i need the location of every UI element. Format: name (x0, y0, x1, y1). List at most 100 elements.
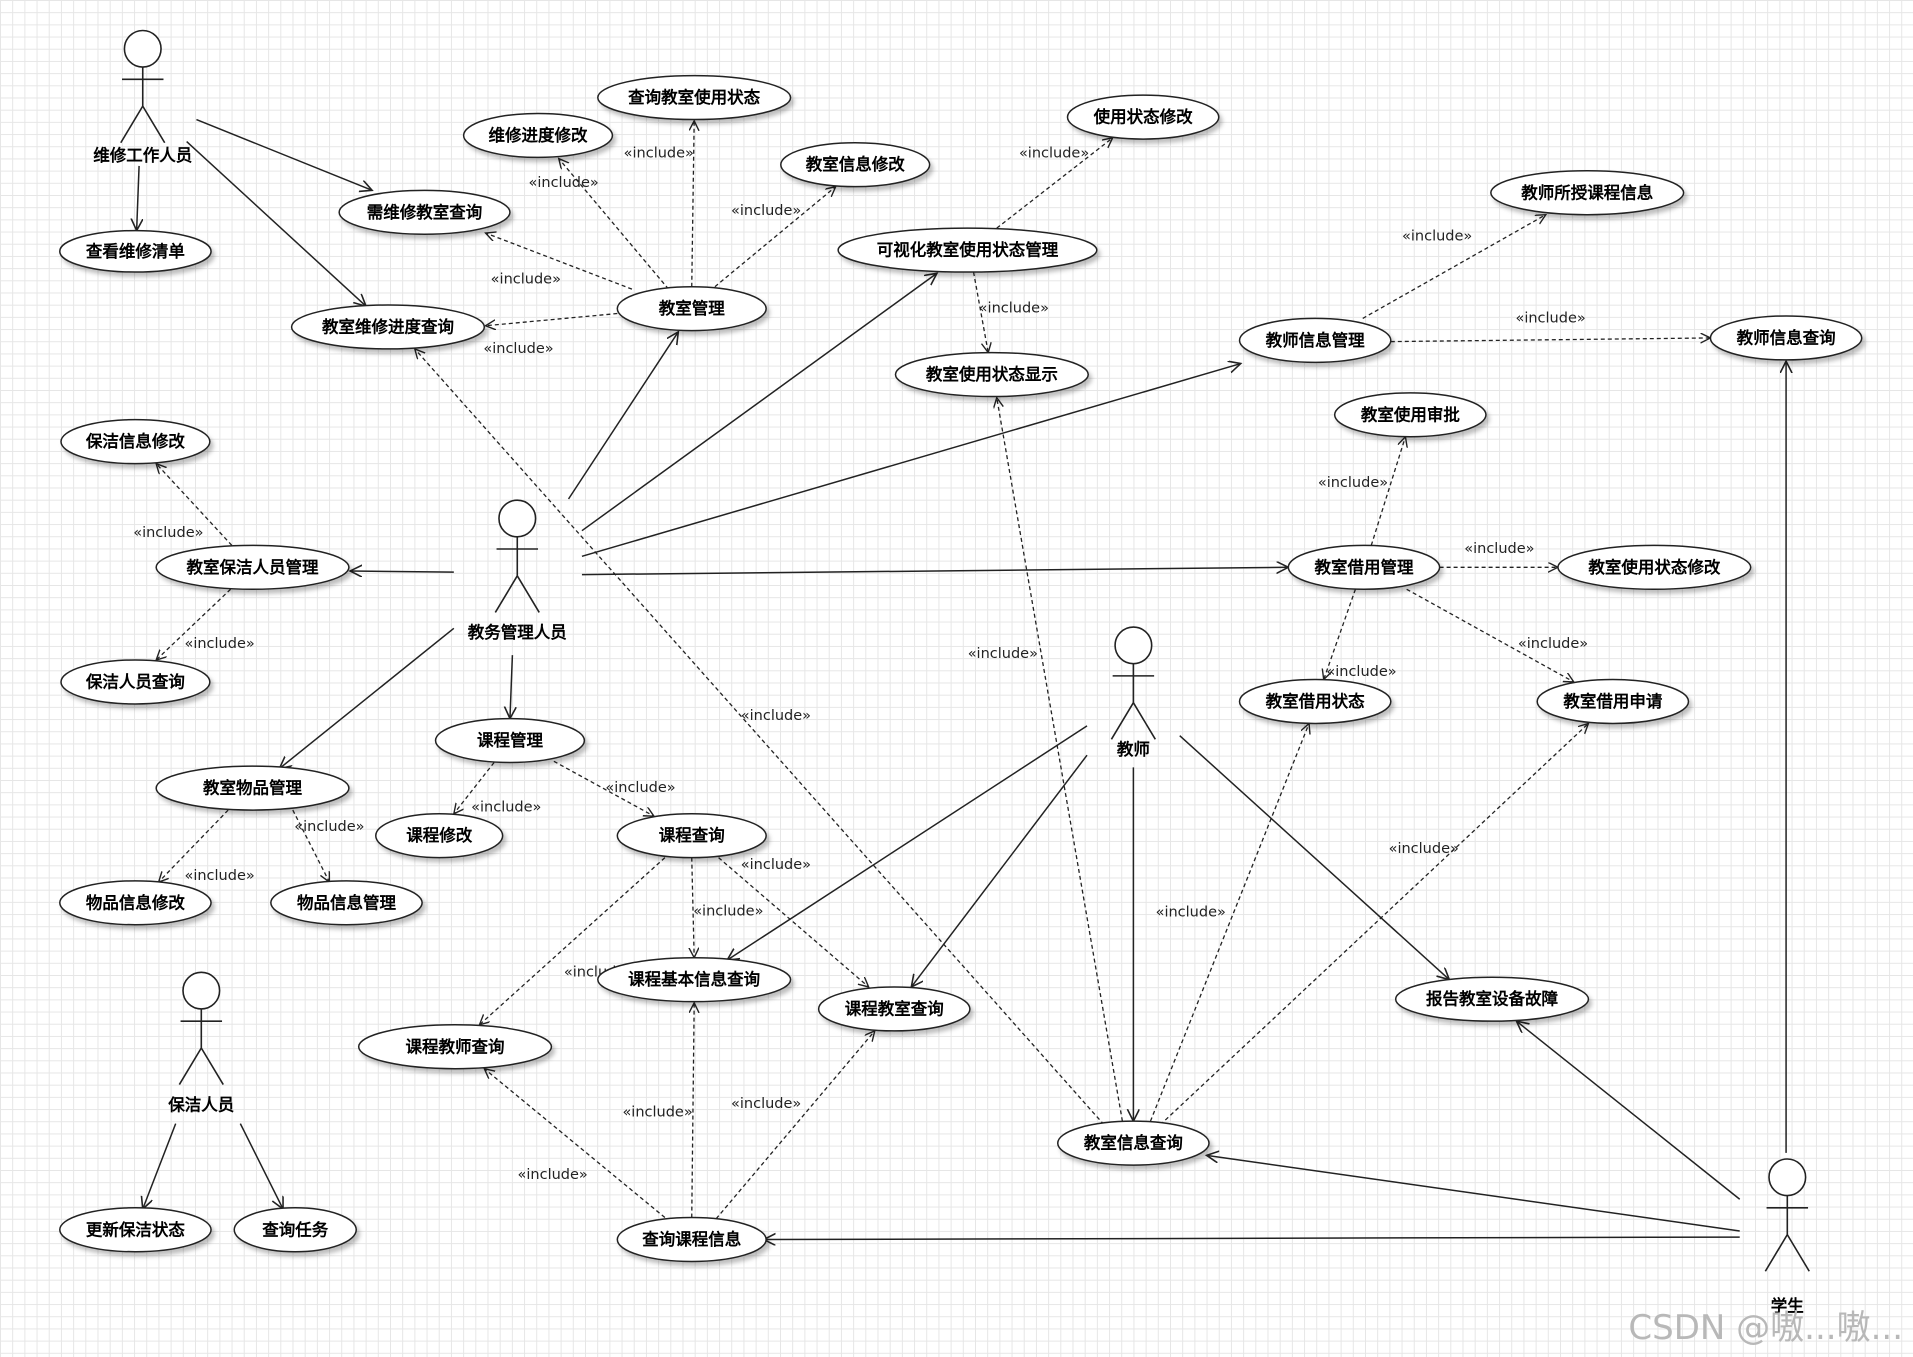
use-case-label: 报告教室设备故障 (1426, 989, 1559, 1009)
include-link-room_info_query-borrow_status (1149, 723, 1309, 1122)
include-label: «include» (1518, 636, 1588, 652)
use-case-course-teacher[interactable]: 课程教师查询 (357, 1024, 553, 1070)
include-link-teacher_mgmt-teacher_query (1390, 338, 1711, 342)
actor-leg-icon (1786, 1234, 1810, 1272)
use-case-item-edit[interactable]: 物品信息修改 (59, 880, 212, 926)
use-case-item-info-mgmt[interactable]: 物品信息管理 (270, 880, 423, 926)
use-case-status-edit[interactable]: 使用状态修改 (1066, 94, 1220, 140)
association-admin-borrow_mgmt (581, 567, 1288, 576)
association-admin-item_mgmt (279, 627, 455, 768)
include-link-room_info_query-repair_progress_query (415, 349, 1105, 1126)
use-case-label: 可视化教室使用状态管理 (877, 240, 1059, 260)
use-case-item-mgmt[interactable]: 教室物品管理 (155, 765, 350, 811)
include-label: «include» (471, 800, 541, 816)
actor-label: 维修工作人员 (93, 145, 192, 165)
use-case-label: 教室使用审批 (1360, 404, 1461, 424)
include-link-borrow_mgmt-approve (1370, 437, 1405, 546)
use-case-course-edit[interactable]: 课程修改 (375, 812, 504, 859)
use-case-ellipse (1287, 544, 1441, 591)
use-case-room-status-query[interactable]: 查询教室使用状态 (597, 74, 792, 121)
actor-head-icon (123, 29, 162, 68)
use-case-borrow-mgmt[interactable]: 教室借用管理 (1287, 544, 1441, 591)
actor-label: 教师 (1116, 739, 1150, 759)
actor-leg-icon (1110, 702, 1135, 740)
use-case-ellipse (1238, 678, 1392, 725)
include-label: «include» (294, 819, 364, 835)
include-label: «include» (622, 1105, 692, 1121)
use-case-query-task[interactable]: 查询任务 (233, 1207, 357, 1253)
use-case-label: 教师所授课程信息 (1520, 182, 1653, 202)
use-case-teacher-query[interactable]: 教师信息查询 (1709, 315, 1863, 361)
association-admin-teacher_mgmt (581, 364, 1241, 558)
actor-admin[interactable]: 教务管理人员 (467, 499, 567, 642)
include-label: «include» (1389, 841, 1459, 857)
use-case-ellipse (338, 189, 511, 235)
use-case-borrow-apply[interactable]: 教室借用申请 (1536, 678, 1690, 725)
use-case-room-mgmt[interactable]: 教室管理 (616, 285, 767, 332)
use-case-ellipse (597, 74, 792, 121)
actor-label: 学生 (1771, 1296, 1804, 1316)
include-link-course_query-course_basic (692, 857, 694, 958)
association-cleaner-query_task (239, 1123, 283, 1209)
use-case-update-clean[interactable]: 更新保洁状态 (59, 1207, 212, 1253)
use-case-ellipse (1709, 315, 1863, 361)
actor-leg-icon (142, 105, 166, 144)
use-case-visual-mgmt[interactable]: 可视化教室使用状态管理 (837, 227, 1098, 273)
actor-teacher[interactable]: 教师 (1110, 626, 1157, 759)
use-case-ellipse (59, 1207, 212, 1253)
actor-label: 保洁人员 (167, 1094, 234, 1114)
use-case-ellipse (1238, 317, 1392, 364)
use-case-room-info-query[interactable]: 教室信息查询 (1056, 1120, 1210, 1166)
include-link-borrow_mgmt-borrow_status (1324, 589, 1357, 679)
use-case-label: 教师信息查询 (1736, 327, 1836, 347)
watermark: CSDN @嗷...嗷... (1628, 1308, 1903, 1348)
include-link-query_course_info-course_basic (692, 1003, 694, 1218)
use-case-ellipse (616, 1216, 767, 1263)
include-link-teacher_mgmt-teacher_courses (1362, 215, 1546, 319)
association-admin-cleaner_mgmt (350, 571, 454, 572)
use-case-ellipse (1056, 1120, 1210, 1166)
use-case-borrow-status[interactable]: 教室借用状态 (1238, 678, 1392, 725)
use-case-repair-progress-edit[interactable]: 维修进度修改 (462, 112, 614, 159)
use-case-label: 教室借用申请 (1562, 691, 1663, 711)
include-label: «include» (483, 341, 553, 357)
use-case-report-fault[interactable]: 报告教室设备故障 (1394, 976, 1590, 1022)
include-label: «include» (624, 146, 694, 162)
use-case-ellipse (434, 717, 586, 764)
use-case-course-mgmt[interactable]: 课程管理 (434, 717, 586, 764)
use-case-repair-progress-query[interactable]: 教室维修进度查询 (290, 304, 486, 350)
actor-head-icon (498, 499, 537, 538)
actor-student[interactable]: 学生 (1764, 1158, 1810, 1316)
actor-label: 教务管理人员 (467, 622, 567, 642)
include-link-course_query-course_room (718, 857, 869, 987)
use-case-label: 教室管理 (658, 298, 726, 318)
use-case-query-course-info[interactable]: 查询课程信息 (616, 1216, 767, 1263)
use-case-label: 教室物品管理 (202, 778, 303, 798)
actor-maint[interactable]: 维修工作人员 (93, 29, 192, 166)
use-case-label: 教室借用管理 (1313, 557, 1414, 577)
actor-head-icon (182, 971, 221, 1010)
use-case-course-basic[interactable]: 课程基本信息查询 (597, 956, 792, 1003)
use-case-view-repair-list[interactable]: 查看维修清单 (59, 229, 212, 273)
use-case-cleaner-query[interactable]: 保洁人员查询 (60, 659, 211, 705)
use-case-ellipse (290, 304, 486, 350)
use-case-teacher-courses[interactable]: 教师所授课程信息 (1490, 170, 1685, 216)
use-case-repair-room-query[interactable]: 需维修教室查询 (338, 189, 511, 235)
actor-cleaner[interactable]: 保洁人员 (167, 971, 234, 1114)
use-case-course-query[interactable]: 课程查询 (616, 812, 767, 859)
include-link-course_query-course_teacher (479, 857, 666, 1025)
include-link-room_info_query-status_display (997, 398, 1124, 1122)
use-case-clean-edit[interactable]: 保洁信息修改 (60, 418, 211, 465)
use-case-course-room[interactable]: 课程教室查询 (817, 986, 971, 1032)
use-case-borrow-status-edit[interactable]: 教室使用状态修改 (1557, 544, 1752, 591)
use-case-ellipse (894, 351, 1089, 398)
use-case-status-display[interactable]: 教室使用状态显示 (894, 351, 1089, 398)
use-case-label: 查询任务 (261, 1219, 329, 1239)
include-label: «include» (1464, 541, 1534, 557)
use-case-cleaner-mgmt[interactable]: 教室保洁人员管理 (155, 544, 350, 591)
use-case-teacher-mgmt[interactable]: 教师信息管理 (1238, 317, 1392, 364)
use-case-room-info-edit[interactable]: 教室信息修改 (780, 141, 931, 188)
include-link-borrow_mgmt-borrow_apply (1406, 588, 1574, 682)
use-case-approve[interactable]: 教室使用审批 (1333, 392, 1487, 438)
